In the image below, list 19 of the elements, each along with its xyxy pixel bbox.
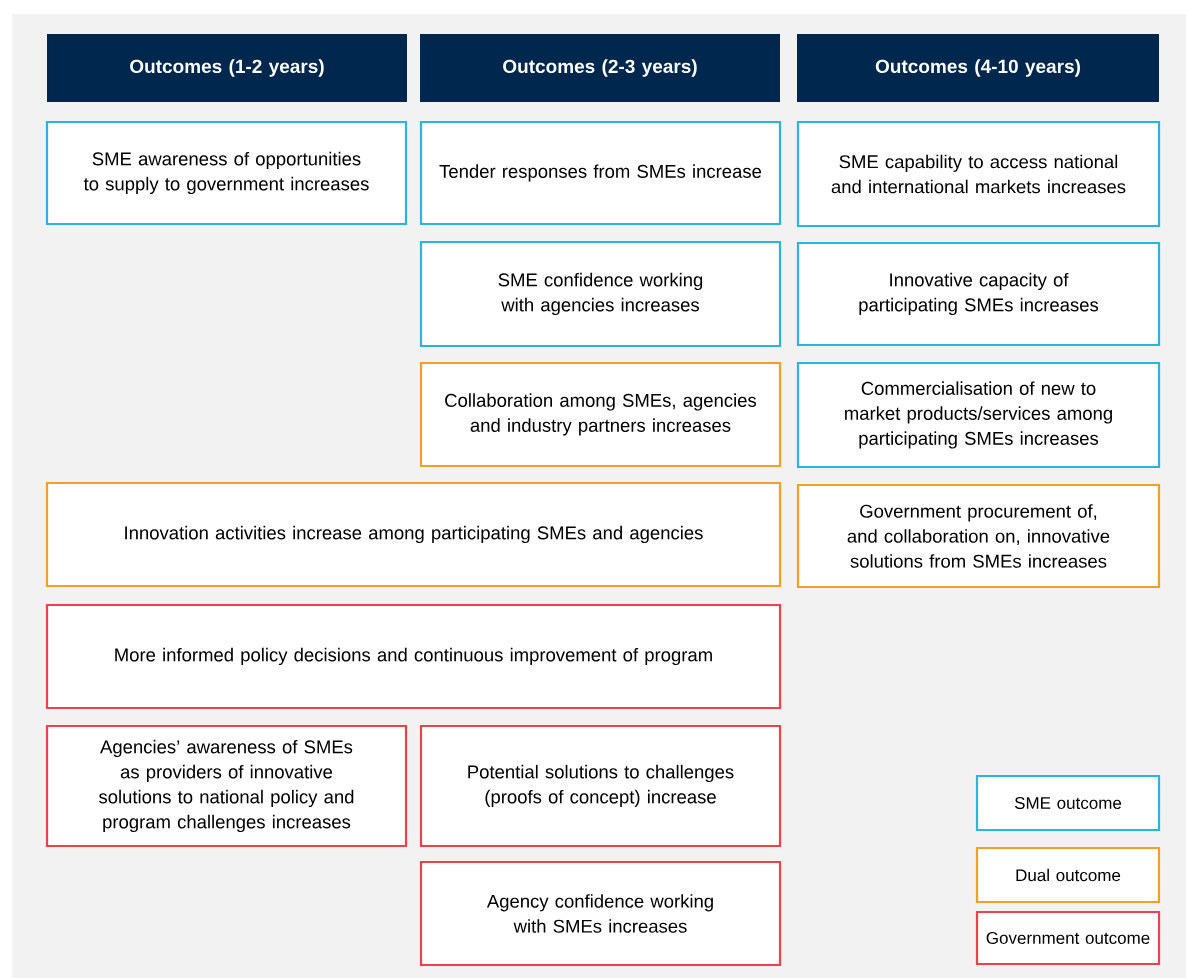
outcome-box: SME confidence working with agencies increases (419, 240, 782, 348)
outcome-box: More informed policy decisions and continuous improvement of program (45, 603, 782, 710)
legend-item: Government outcome (975, 910, 1161, 966)
outcome-box: Commercialisation of new to market products/services among participating SMEs increases (796, 361, 1161, 469)
header-box: Outcomes (1-2 years) (47, 34, 407, 102)
legend-item: SME outcome (975, 774, 1161, 832)
header-box: Outcomes (2-3 years) (420, 34, 780, 102)
outcome-box: Agencies’ awareness of SMEs as providers of innovative solutions to national policy and program challenges increases (45, 724, 408, 848)
outcome-box: Agency confidence working with SMEs increases (419, 860, 782, 967)
outcome-box: SME capability to access national and international markets increases (796, 120, 1161, 228)
outcome-box: Innovative capacity of participating SMEs increases (796, 241, 1161, 347)
outcome-box: Innovation activities increase among participating SMEs and agencies (45, 481, 782, 588)
outcome-box: Collaboration among SMEs, agencies and industry partners increases (419, 361, 782, 468)
outcome-box: Potential solutions to challenges (proofs of concept) increase (419, 724, 782, 848)
outcome-box: Tender responses from SMEs increase (419, 120, 782, 226)
outcome-box: SME awareness of opportunities to supply to government increases (45, 120, 408, 226)
outcome-box: Government procurement of, and collaboration on, innovative solutions from SMEs increases (796, 483, 1161, 589)
header-box: Outcomes (4-10 years) (797, 34, 1159, 102)
legend-item: Dual outcome (975, 846, 1161, 904)
